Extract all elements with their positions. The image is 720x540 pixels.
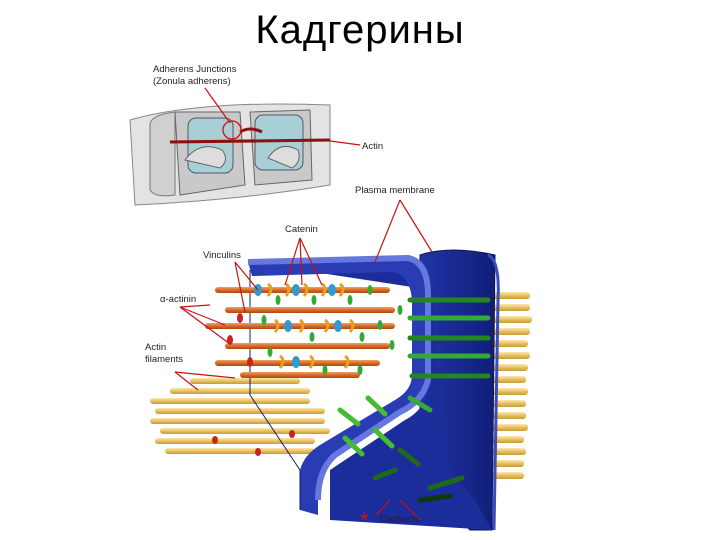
right-cell-actin-bundles bbox=[490, 292, 532, 479]
orange-actin-filaments bbox=[205, 287, 395, 378]
slide-title: Кадгерины bbox=[255, 8, 465, 52]
actin-label: Actin bbox=[362, 141, 383, 152]
actin-leader-line bbox=[329, 140, 361, 146]
adherens-leader-line bbox=[204, 87, 231, 124]
asterisk-marker: * bbox=[360, 508, 369, 533]
actin-filaments-label-1: Actin bbox=[145, 342, 166, 353]
adherens-junction-inset bbox=[129, 103, 331, 206]
cadherin-label: Cadherin bbox=[380, 514, 419, 525]
actin-filaments-label-2: filaments bbox=[145, 354, 183, 365]
actin-filaments-left bbox=[150, 378, 330, 454]
vinculins-label: Vinculins bbox=[203, 250, 241, 261]
catenin-label: Catenin bbox=[285, 224, 318, 235]
leader-lines bbox=[174, 199, 433, 521]
alpha-actinin-label: α-actinin bbox=[160, 294, 196, 305]
plasma-membrane-label: Plasma membrane bbox=[355, 185, 435, 196]
adherens-label-2: (Zonula adherens) bbox=[153, 76, 231, 87]
left-plasma-membrane bbox=[247, 254, 492, 530]
adherens-label-1: Adherens Junctions bbox=[153, 64, 237, 75]
cadherin-molecules bbox=[337, 297, 491, 503]
